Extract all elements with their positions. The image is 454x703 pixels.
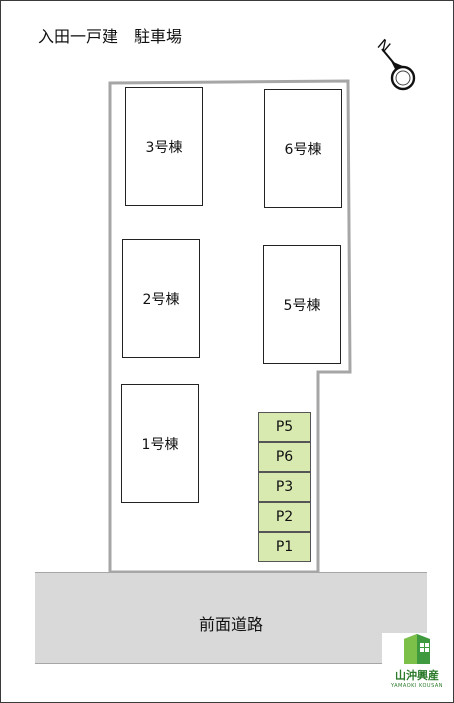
parking-space-p5: P5 [258,412,311,442]
building-2: 2号棟 [122,239,200,358]
building-2-label: 2号棟 [142,291,180,308]
building-6: 6号棟 [264,89,342,208]
parking-space-p1: P1 [258,532,311,562]
parking-space-p2: P2 [258,502,311,532]
building-3-label: 3号棟 [145,139,183,156]
parking-space-p3: P3 [258,472,311,502]
front-road: 前面道路 [35,572,427,664]
building-5-label: 5号棟 [283,297,321,314]
compass-letter: N [374,35,394,56]
logo-name: 山沖興産 [395,669,439,682]
building-1: 1号棟 [121,384,199,503]
north-compass: N [365,31,425,93]
page-title: 入田一戸建 駐車場 [38,27,183,46]
parking-space-p6: P6 [258,442,311,472]
logo-romaji: YAMAOKI KOUSAN [390,683,444,689]
building-1-label: 1号棟 [141,436,179,453]
building-3: 3号棟 [125,87,203,206]
house-logo-icon [404,634,430,664]
road-label: 前面道路 [198,615,263,634]
building-6-label: 6号棟 [284,141,322,158]
building-5: 5号棟 [263,245,341,364]
compass-arrow-icon: N [374,35,416,91]
company-logo: 山沖興産 YAMAOKI KOUSAN [382,633,452,699]
